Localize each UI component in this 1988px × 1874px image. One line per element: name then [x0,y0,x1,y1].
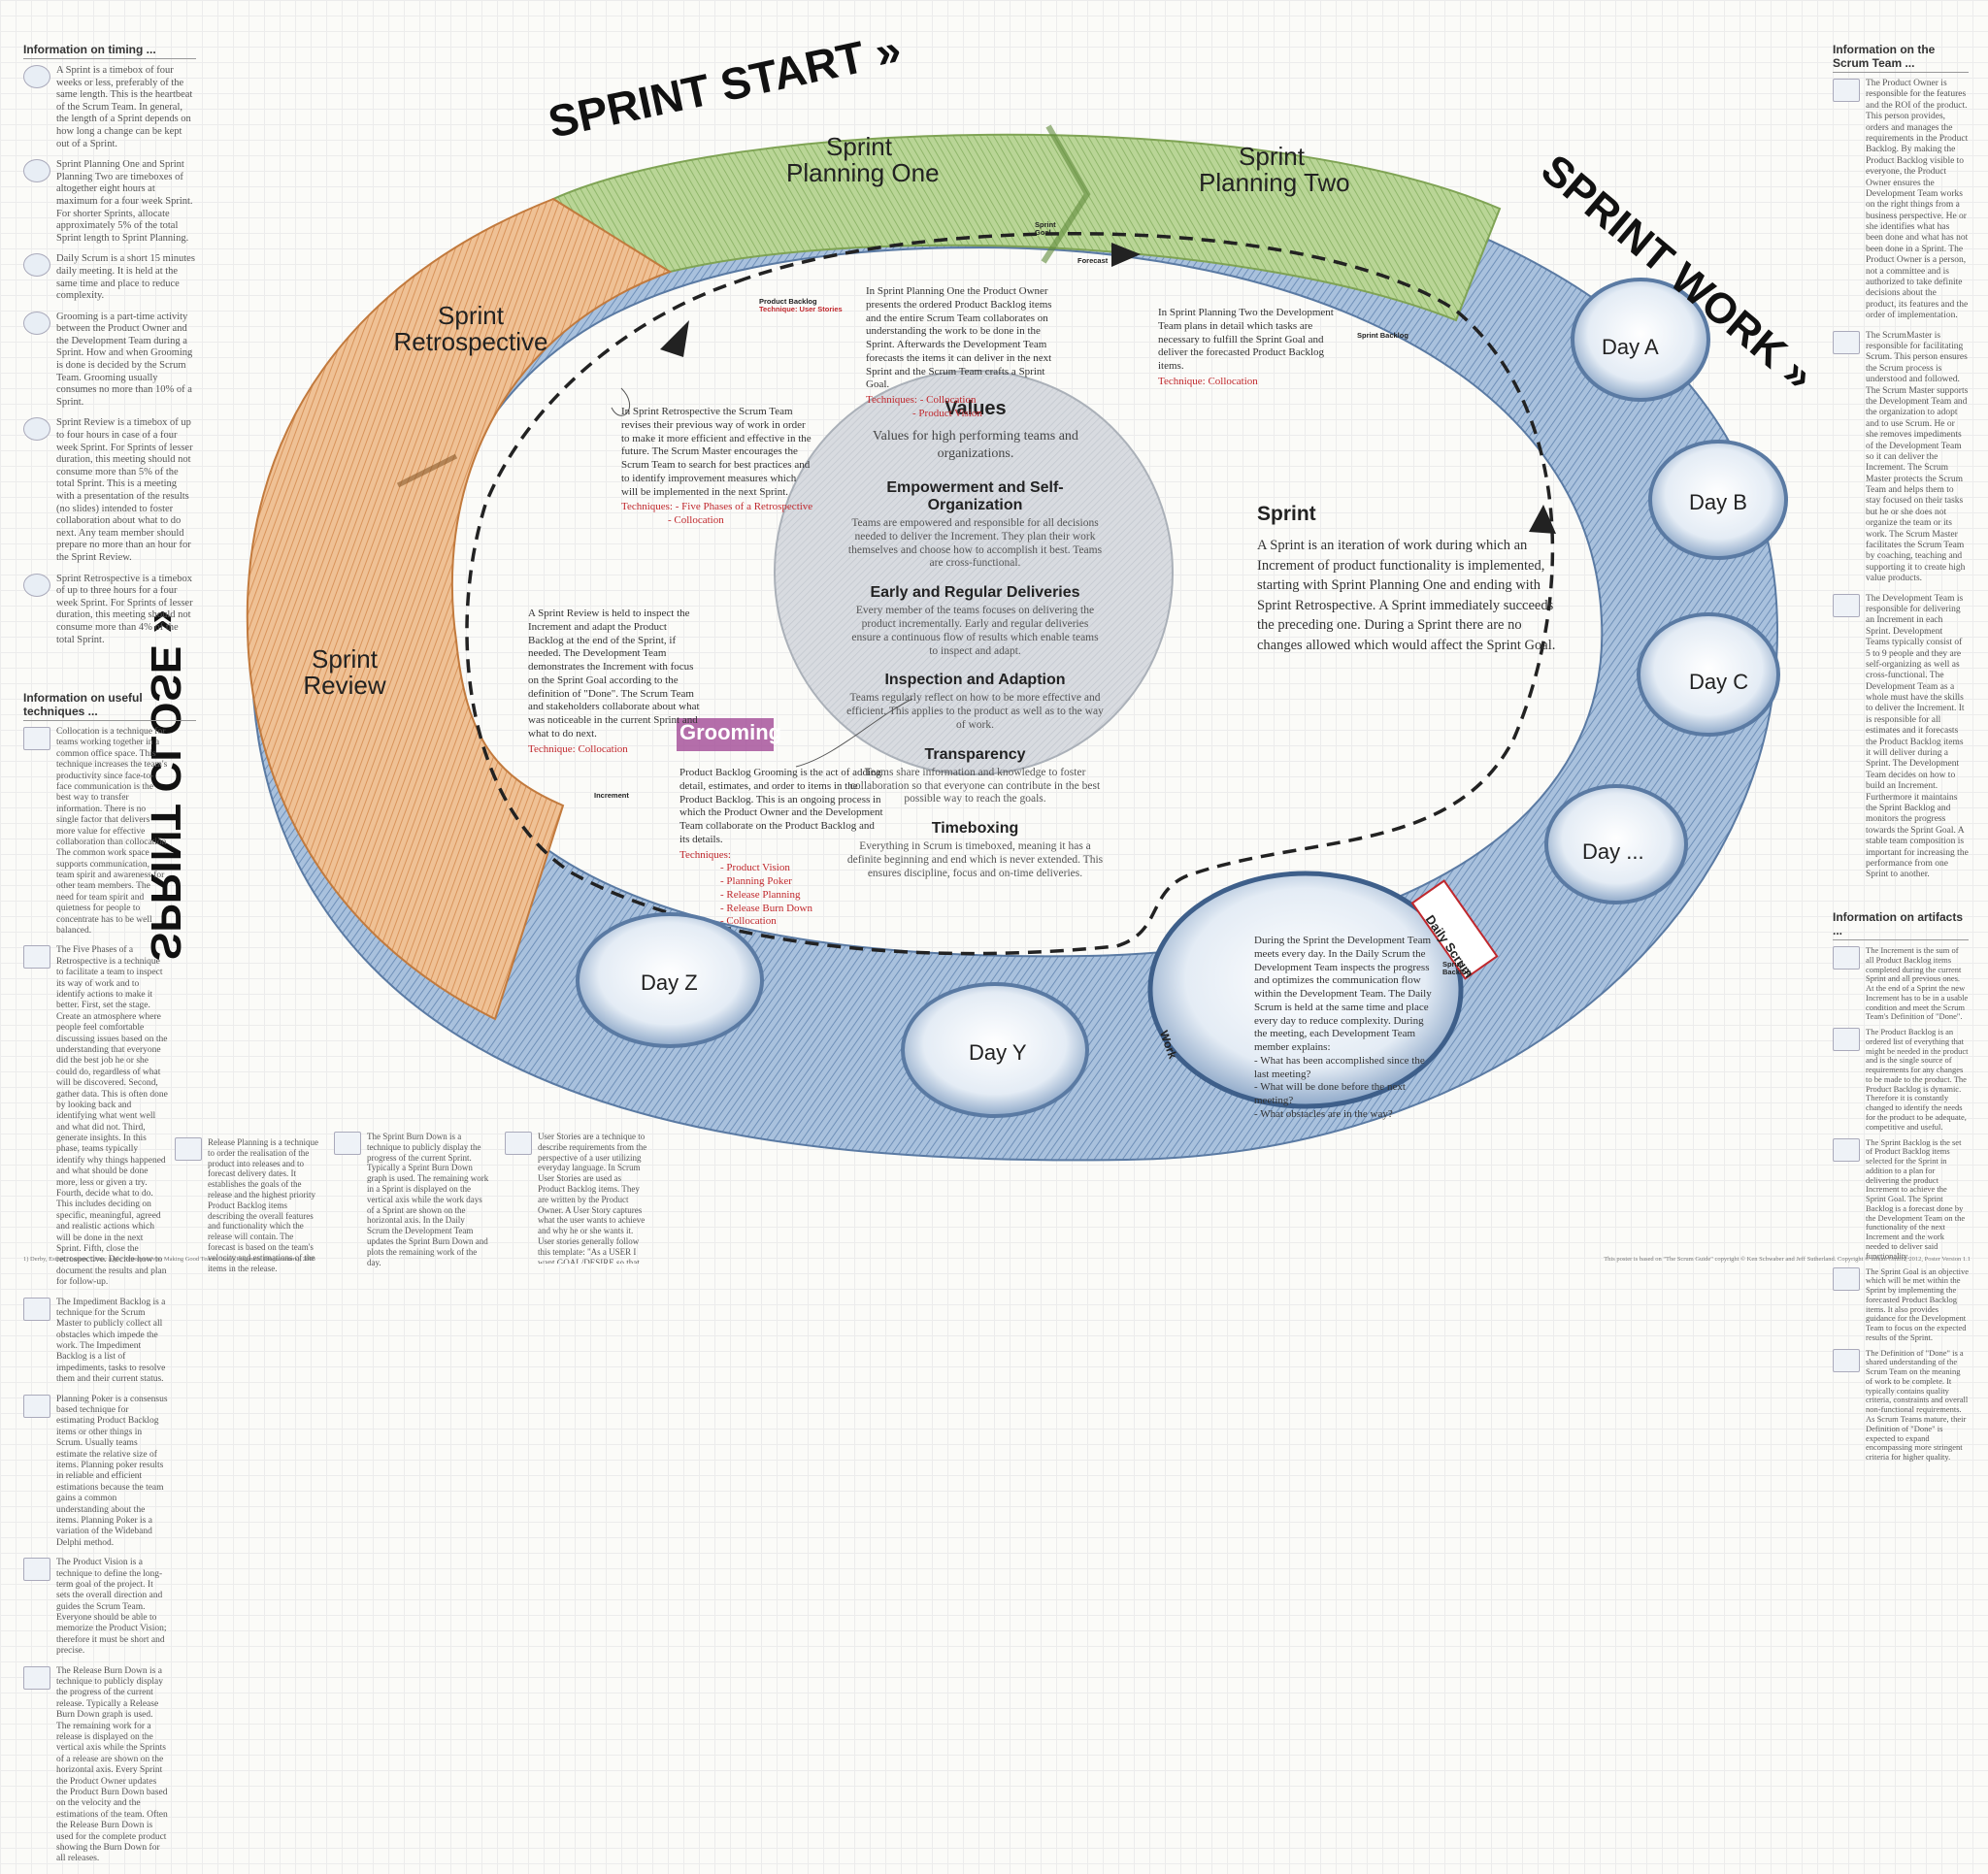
values-list: Empowerment and Self-Organization Teams … [846,479,1104,881]
annotation-daily-scrum: During the Sprint the Development Team m… [1254,935,1432,1120]
footer-reference: 1) Derby, Esther / Larsen, Diana: Agile … [23,1256,315,1263]
team-item: The ScrumMaster is responsible for facil… [1833,330,1969,585]
values-panel: Values Values for high performing teams … [859,398,1092,477]
scrum-team-heading: Information on the Scrum Team ... [1833,43,1969,73]
value-item: Timeboxing Everything in Scrum is timebo… [846,820,1104,879]
artifact-item: The Product Backlog is an ordered list o… [1833,1027,1969,1132]
release-burn-down-icon [23,1665,50,1690]
product-backlog-icon [1833,1028,1860,1052]
timing-item: Sprint Review is a timebox of up to four… [23,417,196,564]
timing-item: Sprint Planning One and Sprint Planning … [23,159,196,245]
team-item: The Development Team is responsible for … [1833,593,1969,881]
sprint-flow-path [465,232,1555,956]
user-stories-info: User Stories are a technique to describe… [505,1132,650,1264]
sprint-backlog-icon [1833,1137,1860,1162]
label-sprint-backlog: Sprint Backlog [1357,331,1408,340]
label-retrospective: Sprint Retrospective [393,301,548,357]
day-b: Day B [1689,490,1747,514]
retrospective-timebox-icon [23,573,50,597]
bottom-technique-release-planning: Release Planning is a technique to order… [175,1137,320,1282]
annotation-planning-one: In Sprint Planning One the Product Owner… [866,285,1052,419]
daily-scrum-timebox-icon [23,253,50,278]
label-product-backlog: Product Backlog Technique: User Stories [759,297,843,314]
sprint-text: A Sprint is an iteration of work during … [1257,538,1556,653]
timing-item: Sprint Retrospective is a timebox of up … [23,573,196,647]
value-item: Early and Regular Deliveries Every membe… [851,584,1099,657]
label-review: Sprint Review [303,644,386,701]
review-timebox-icon [23,417,50,442]
timing-item: Daily Scrum is a short 15 minutes daily … [23,253,196,302]
sprint-title: Sprint [1257,503,1316,525]
technique-item: The Product Vision is a technique to def… [23,1558,169,1658]
value-item: Inspection and Adaption Teams regularly … [846,672,1104,731]
collocation-icon [23,727,50,750]
planning-timebox-icon [23,159,50,183]
product-vision-icon [23,1558,50,1582]
sprint-start-arc [550,133,1502,322]
definition-of-done-icon [1833,1348,1860,1372]
values-heading: Values [944,398,1007,419]
artifact-item: The Increment is the sum of all Product … [1833,945,1969,1022]
annotation-grooming: Product Backlog Grooming is the act of a… [679,767,883,928]
label-forecast: Forecast [1077,256,1109,265]
day-wells [576,278,1788,1118]
scrum-cycle-diagram [246,124,1788,1162]
sprint-burn-down-icon [334,1132,361,1155]
techniques-info: Information on useful techniques ... Col… [23,691,196,1874]
grooming-timebox-icon [23,311,50,335]
planning-poker-icon [23,1394,50,1418]
release-planning-icon [175,1137,202,1161]
technique-item: The Five Phases of a Retrospective is a … [23,945,169,1288]
footer-copyright: This poster is based on "The Scrum Guide… [1604,1256,1971,1263]
artifacts-info: Information on artifacts ... The Increme… [1833,910,1969,1468]
label-sprint-backlog-daily: Sprint Backlog [1442,960,1472,977]
annotation-review: A Sprint Review is held to inspect the I… [528,608,700,755]
day-z: Day Z [641,970,698,995]
timing-info: Information on timing ... A Sprint is a … [23,43,196,655]
timing-item: Grooming is a part-time activity between… [23,311,196,410]
sprint-definition: Sprint A Sprint is an iteration of work … [1257,503,1558,655]
value-item: Empowerment and Self-Organization Teams … [847,479,1103,570]
label-grooming: Grooming [679,720,782,744]
label-increment: Increment [594,791,629,800]
label-planning-one: Sprint Planning One [786,132,940,188]
retrospective-phases-icon [23,945,50,970]
increment-icon [1833,946,1860,970]
values-sub: Values for high performing teams and org… [873,429,1078,462]
values-circle [774,370,1174,775]
technique-item: Collocation is a technique for teams wor… [23,727,169,937]
day-a: Day A [1602,335,1659,359]
product-owner-icon [1833,79,1860,102]
label-sprint-goal: Sprint Goal [1035,220,1056,238]
grooming-box [677,718,774,751]
technique-item: Planning Poker is a consensus based tech… [23,1394,169,1549]
sprint-timebox-icon [23,65,50,88]
annotation-retrospective: In Sprint Retrospective the Scrum Team r… [621,406,813,526]
annotation-planning-two: In Sprint Planning Two the Development T… [1158,307,1334,387]
team-item: The Product Owner is responsible for the… [1833,79,1969,322]
techniques-heading: Information on useful techniques ... [23,691,196,721]
sprint-goal-icon [1833,1266,1860,1291]
artifact-item: The Definition of "Done" is a shared und… [1833,1348,1969,1463]
impediment-backlog-icon [23,1297,50,1321]
user-stories-icon [505,1132,532,1155]
artifact-item: The Sprint Backlog is the set of Product… [1833,1137,1969,1262]
scrum-master-icon [1833,330,1860,354]
day-c: Day C [1689,670,1749,694]
scrum-team-info: Information on the Scrum Team ... The Pr… [1833,43,1969,890]
bottom-technique-sprint-burn-down-text: The Sprint Burn Down is a technique to p… [334,1132,489,1276]
sprint-close-arc [246,197,673,1021]
timing-heading: Information on timing ... [23,43,196,59]
development-team-icon [1833,593,1860,617]
day-y: Day Y [969,1040,1027,1065]
timing-item: A Sprint is a timebox of four weeks or l… [23,65,196,150]
day-more: Day ... [1582,839,1644,864]
value-item: Transparency Teams share information and… [849,745,1101,805]
artifacts-heading: Information on artifacts ... [1833,910,1969,940]
technique-item: The Impediment Backlog is a technique fo… [23,1297,169,1386]
label-planning-two: Sprint Planning Two [1199,142,1350,198]
technique-item: The Release Burn Down is a technique to … [23,1665,169,1865]
artifact-item: The Sprint Goal is an objective which wi… [1833,1266,1969,1343]
